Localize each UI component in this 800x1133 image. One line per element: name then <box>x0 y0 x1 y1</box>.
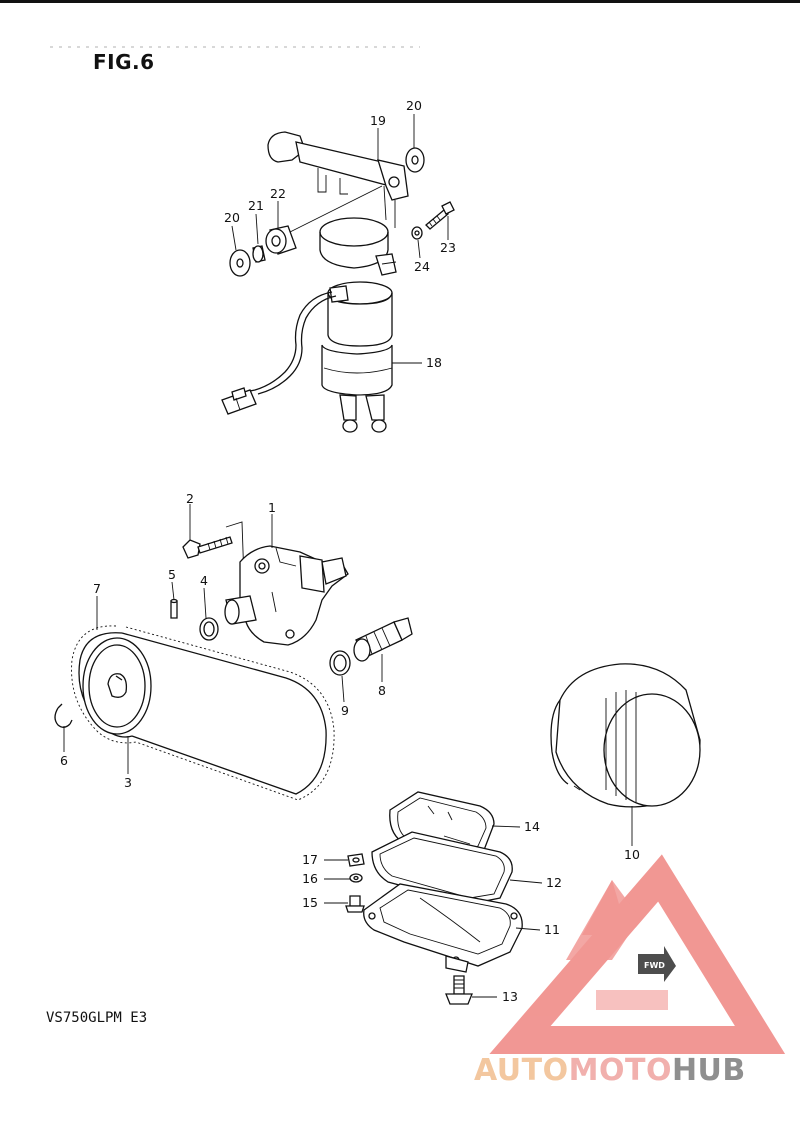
callout-3: 3 <box>124 775 132 790</box>
callout-16: 16 <box>302 871 318 886</box>
o-ring-4 <box>199 617 219 641</box>
callout-5: 5 <box>168 567 176 582</box>
leader-lines <box>63 114 633 998</box>
top-border <box>0 0 800 3</box>
o-ring-9 <box>329 650 351 676</box>
washer-24 <box>411 226 423 240</box>
model-code: VS750GLPM E3 <box>46 1010 148 1026</box>
watermark-auto: AUTO <box>474 1053 569 1088</box>
watermark-hub: HUB <box>671 1053 746 1088</box>
collar-21 <box>252 245 266 263</box>
bolt-23 <box>425 201 455 230</box>
pump-clamp <box>319 217 397 276</box>
callout-14: 14 <box>524 819 540 834</box>
chain-7 <box>71 625 335 801</box>
callout-11: 11 <box>544 922 560 937</box>
circlip-6 <box>54 703 73 728</box>
washer-20-right <box>405 147 425 173</box>
callout-21: 21 <box>248 198 264 213</box>
callout-23: 23 <box>440 240 456 255</box>
callout-8: 8 <box>378 683 386 698</box>
watermark-text: AUTOMOTOHUB <box>474 1053 746 1088</box>
bolt-13 <box>445 975 473 1005</box>
fitting-8 <box>353 617 413 662</box>
grommet-22 <box>265 225 297 255</box>
callout-20-left: 20 <box>224 210 240 225</box>
oil-filter-10 <box>550 663 701 808</box>
watermark-logo: FWD <box>489 854 786 1054</box>
washer-16 <box>349 873 363 883</box>
callout-6: 6 <box>60 753 68 768</box>
callout-1: 1 <box>268 500 276 515</box>
callout-18: 18 <box>426 355 442 370</box>
callout-13: 13 <box>502 989 518 1004</box>
callout-22: 22 <box>270 186 286 201</box>
callout-9: 9 <box>341 703 349 718</box>
washer-20-left <box>229 249 251 277</box>
sprocket-3 <box>82 637 152 735</box>
callout-17: 17 <box>302 852 318 867</box>
bracket-19 <box>267 131 409 228</box>
pin-5 <box>170 598 178 619</box>
bolt-15 <box>345 895 365 913</box>
callout-24: 24 <box>414 259 430 274</box>
callout-20-right: 20 <box>406 98 422 113</box>
fuel-pump-18 <box>221 281 393 433</box>
fwd-label: FWD <box>644 961 665 970</box>
bolt-2 <box>182 521 245 581</box>
callout-10: 10 <box>624 847 640 862</box>
callout-2: 2 <box>186 491 194 506</box>
cover-11 <box>363 883 523 973</box>
watermark-moto: MOTO <box>568 1053 672 1088</box>
callout-15: 15 <box>302 895 318 910</box>
figure-title: FIG.6 <box>93 50 155 74</box>
oil-pump-1 <box>224 545 349 646</box>
callout-4: 4 <box>200 573 208 588</box>
callout-19: 19 <box>370 113 386 128</box>
callout-7: 7 <box>93 581 101 596</box>
nut-17 <box>347 853 365 867</box>
callout-12: 12 <box>546 875 562 890</box>
fwd-arrow-icon: FWD <box>638 946 676 982</box>
